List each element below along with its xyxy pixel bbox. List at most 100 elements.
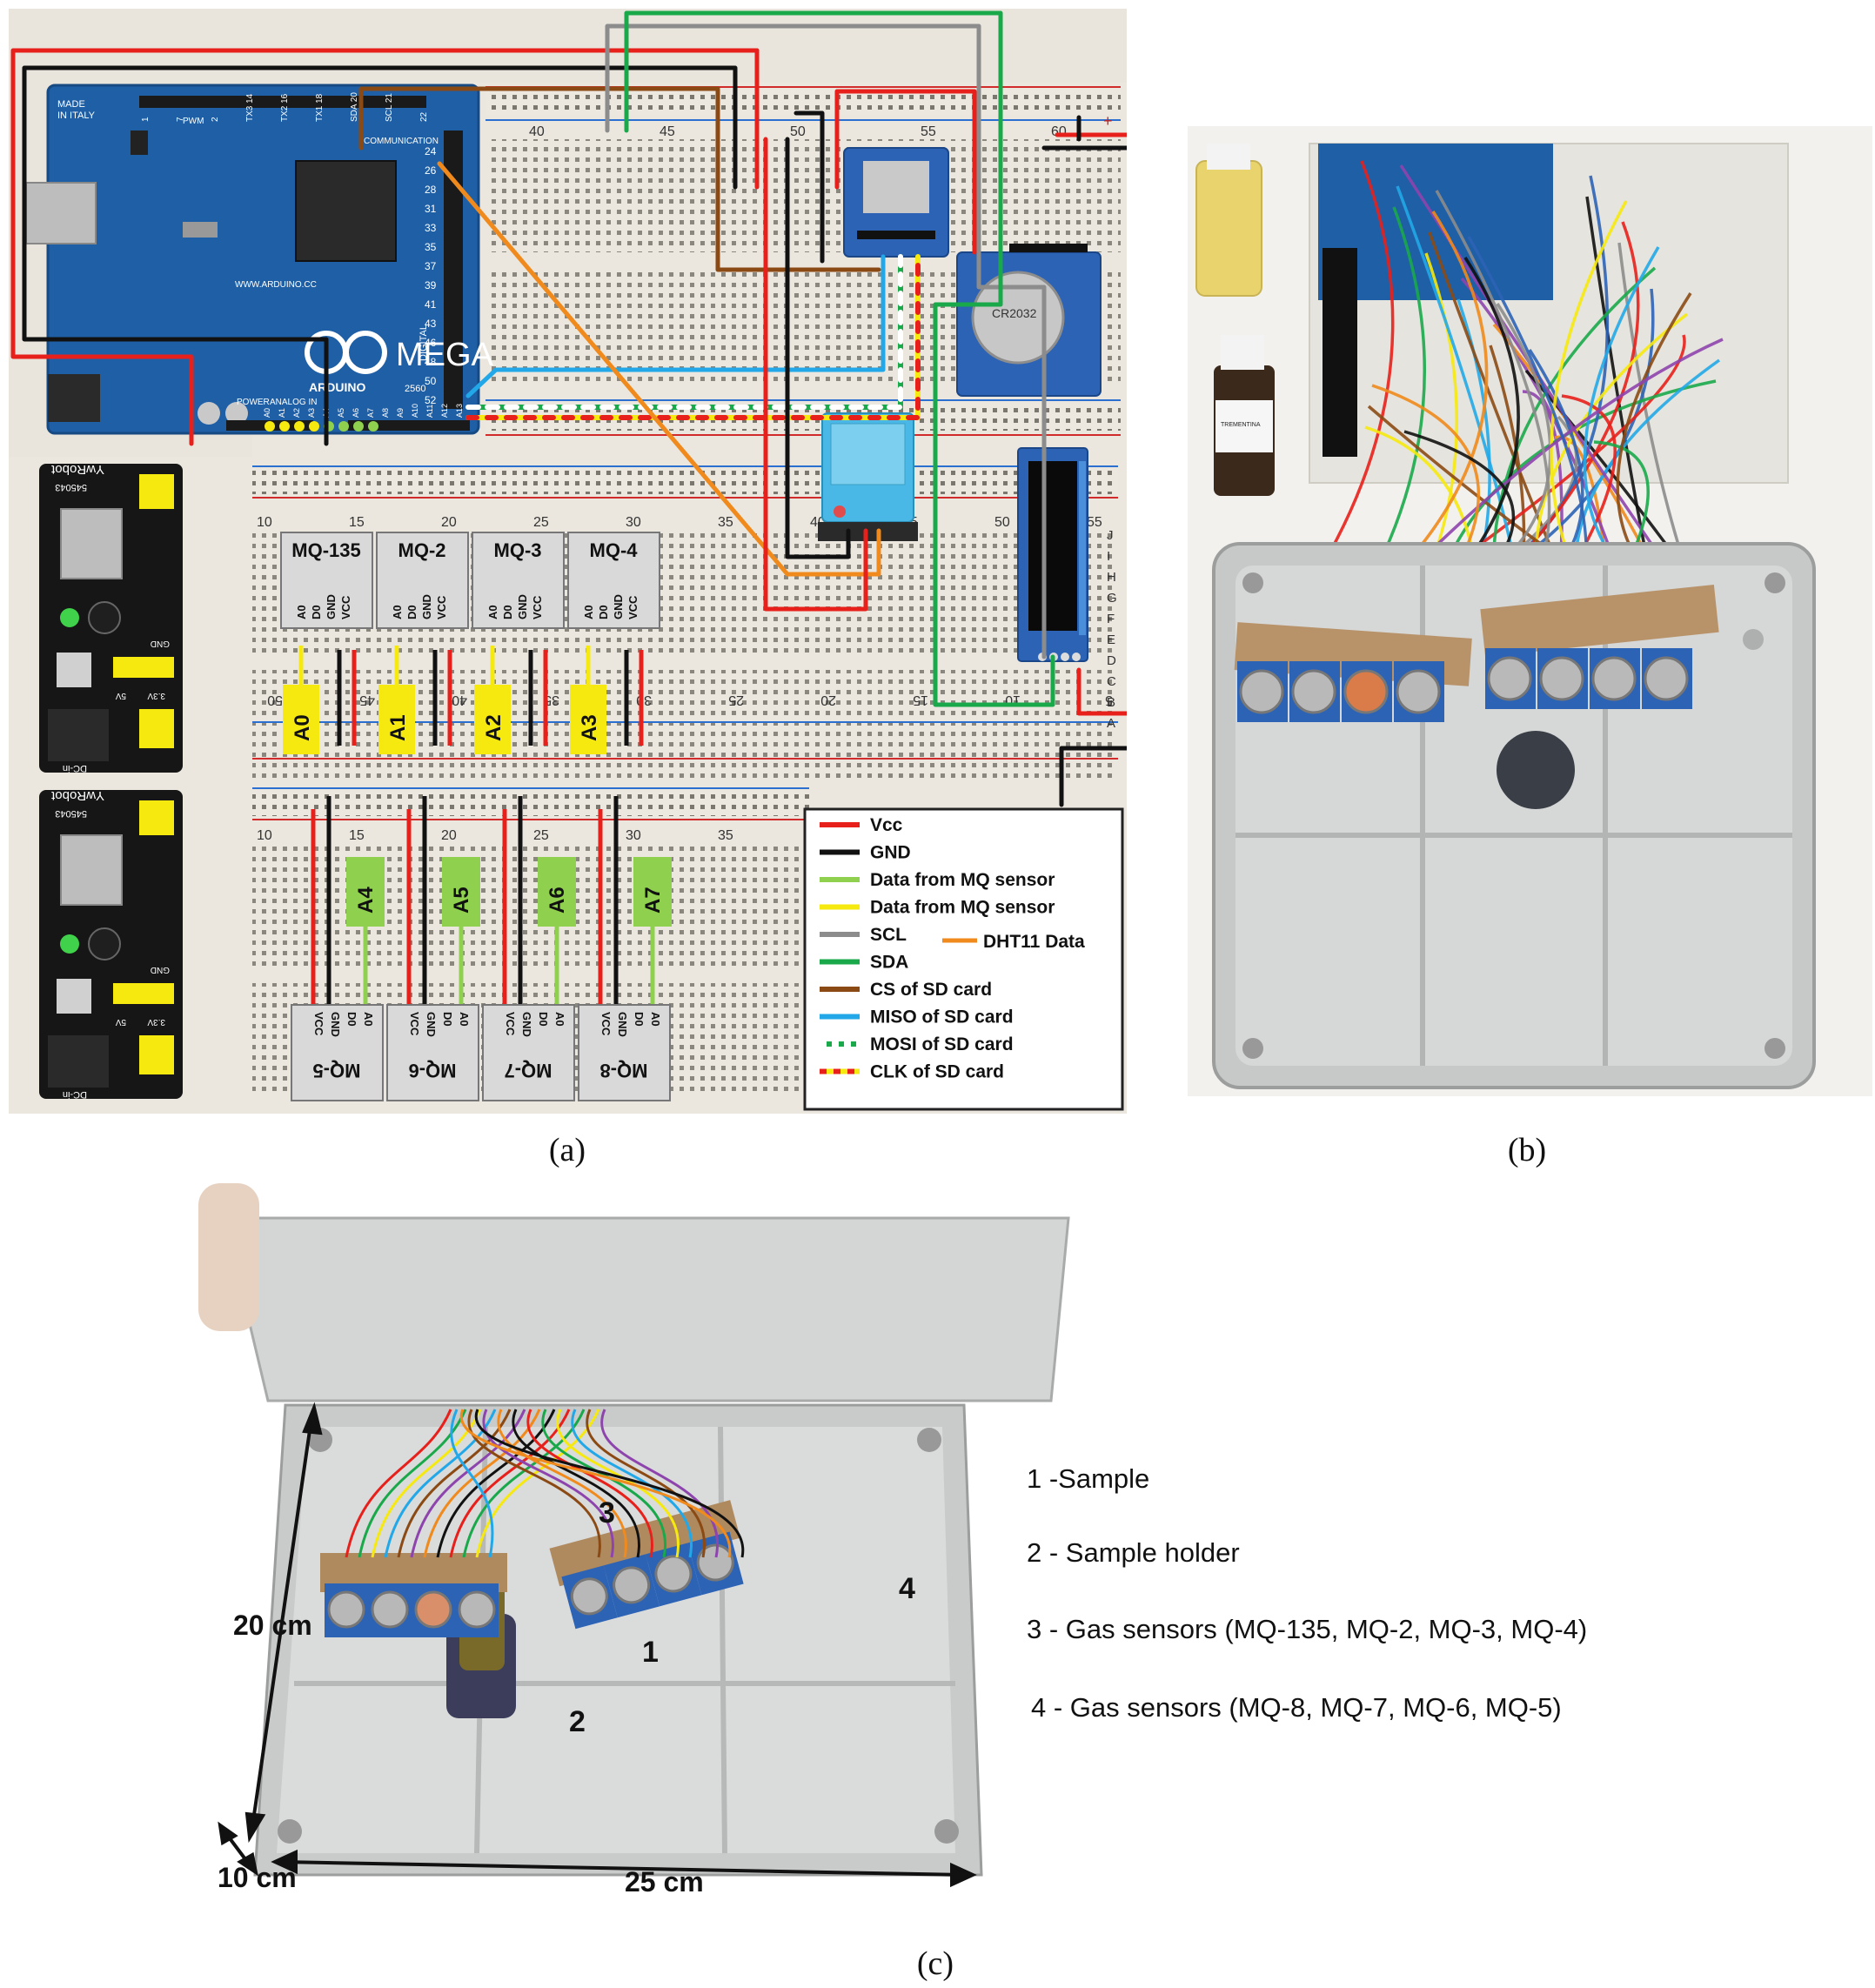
- photo-sensor-rows: [1234, 584, 1719, 722]
- legend-dht-label: DHT11 Data: [983, 932, 1085, 952]
- sensor-name: MQ-5: [313, 1060, 361, 1081]
- wire-cs: [358, 86, 881, 272]
- column-number: 10: [257, 515, 272, 530]
- analog-pin-label: A13: [455, 404, 464, 418]
- dimension-depth-label: 10 cm: [218, 1862, 297, 1893]
- analog-tag: A4: [354, 887, 378, 914]
- sensor-pin-label: A0: [362, 1012, 375, 1027]
- top-pin-number: TX3 14: [245, 93, 255, 122]
- wire-miso: [465, 254, 886, 398]
- digital-pin-number: 50: [425, 375, 437, 387]
- sensor-pin-label: A0: [553, 1012, 566, 1027]
- analog-pin-label: A5: [337, 408, 345, 418]
- oled-display: [1017, 447, 1088, 662]
- dimension-arrows: [218, 1402, 977, 1888]
- analog-tag: A3: [578, 714, 601, 741]
- wire-clk-dash: [465, 254, 921, 420]
- gnd-label: GND: [151, 639, 170, 648]
- column-number: 50: [790, 124, 806, 139]
- legend-item: Data from MQ sensor: [820, 898, 1055, 918]
- wire-gnd-sd: [794, 110, 825, 264]
- atmega-chip: [295, 160, 397, 262]
- column-number: 30: [636, 693, 652, 707]
- sensor-pin-label: D0: [501, 605, 514, 619]
- digital-pin-number: 33: [425, 222, 437, 234]
- dc-jack: [48, 1035, 109, 1088]
- digital-label: DIGITAL: [419, 325, 429, 361]
- wire-gnd-dht: [785, 137, 851, 559]
- row-letter: F: [1107, 612, 1115, 626]
- wire-vcc-sd: [834, 89, 977, 255]
- sensor-name: MQ-7: [505, 1060, 552, 1081]
- legend-item: MOSI of SD card: [820, 1034, 1014, 1054]
- row-letter: C: [1107, 674, 1116, 689]
- top-pin-number: 1: [141, 117, 151, 122]
- usb-port: [25, 182, 97, 244]
- column-number: 25: [728, 693, 744, 707]
- sensor-name: MQ-6: [409, 1060, 457, 1081]
- legend-label: Data from MQ sensor: [870, 898, 1055, 918]
- digital-pin-number: 41: [425, 298, 437, 311]
- enclosure-photo-panel: 1 2 3 4: [198, 1183, 1086, 1897]
- legend-label: Data from MQ sensor: [870, 870, 1055, 890]
- sensor-pin-label: VCC: [312, 1012, 325, 1036]
- arduino-mega-board: MADE IN ITALY PWM COMMUNICATION WWW.ARDU…: [25, 84, 494, 435]
- row-letter: D: [1107, 653, 1116, 668]
- digital-pin-number: 26: [425, 164, 437, 177]
- sensor-pin-label: GND: [616, 1012, 629, 1037]
- row-letter: H: [1107, 570, 1116, 585]
- sensor-pin-label: VCC: [504, 1012, 517, 1036]
- wire-dht-data: [437, 161, 881, 577]
- led-icon: [60, 934, 79, 954]
- column-number: 35: [718, 515, 733, 530]
- analog-pin-dot: [294, 421, 305, 432]
- row-letter: B: [1107, 695, 1115, 710]
- sensor-name: MQ-3: [494, 539, 542, 561]
- column-number: 10: [257, 828, 272, 843]
- legend-label: Vcc: [870, 815, 903, 835]
- wires: [10, 10, 1127, 807]
- column-number: 30: [626, 515, 641, 530]
- analog-pin-label: A12: [440, 404, 449, 418]
- model-number-label: 2560: [405, 384, 425, 394]
- row-letter: G: [1107, 591, 1117, 606]
- sensor-name: MQ-2: [398, 539, 446, 561]
- power-module-code: 545043: [55, 482, 87, 492]
- row-letter: A: [1107, 716, 1115, 731]
- sensor-pin-label: A0: [458, 1012, 471, 1027]
- analog-pin-dot: [368, 421, 378, 432]
- legend-label: SCL: [870, 925, 907, 945]
- device-photo: TREMENTINA: [1188, 126, 1872, 1096]
- digital-pin-number: 48: [425, 356, 437, 368]
- enclosure-photo: [198, 1183, 1086, 1897]
- sensor-pin-label: A0: [649, 1012, 662, 1027]
- sensor-pin-label: GND: [520, 1012, 533, 1037]
- sensor-pin-label: GND: [329, 1012, 342, 1037]
- analog-tag: A0: [291, 714, 314, 741]
- photo-sample-holder: [1497, 731, 1575, 809]
- digital-pin-number: 46: [425, 337, 437, 349]
- column-number: 55: [1087, 515, 1102, 530]
- panel-c-label: (c): [916, 1945, 954, 1982]
- legend-item: Data from MQ sensor: [820, 870, 1055, 890]
- annotation-gas-sensors-2: 4 - Gas sensors (MQ-8, MQ-7, MQ-6, MQ-5): [1031, 1692, 1562, 1723]
- analog-pin-dot: [338, 421, 349, 432]
- sensor-pin-label: GND: [420, 594, 433, 619]
- column-number: 40: [452, 693, 467, 707]
- digital-header-right: [444, 131, 463, 409]
- led-icon: [60, 608, 79, 627]
- digital-pin-number: 52: [425, 394, 437, 406]
- website-label: WWW.ARDUINO.CC: [235, 280, 317, 290]
- sensor-pin-label: D0: [597, 605, 610, 619]
- analog-in-label: ANALOG IN: [270, 398, 317, 407]
- arduino-logo-right: [344, 331, 387, 374]
- analog-pin-label: A1: [278, 408, 286, 418]
- analog-tag: A7: [641, 887, 665, 914]
- analog-pin-dot: [265, 421, 275, 432]
- photo-sensor-row: [1480, 584, 1719, 709]
- enclosure-lid: [223, 1216, 1070, 1402]
